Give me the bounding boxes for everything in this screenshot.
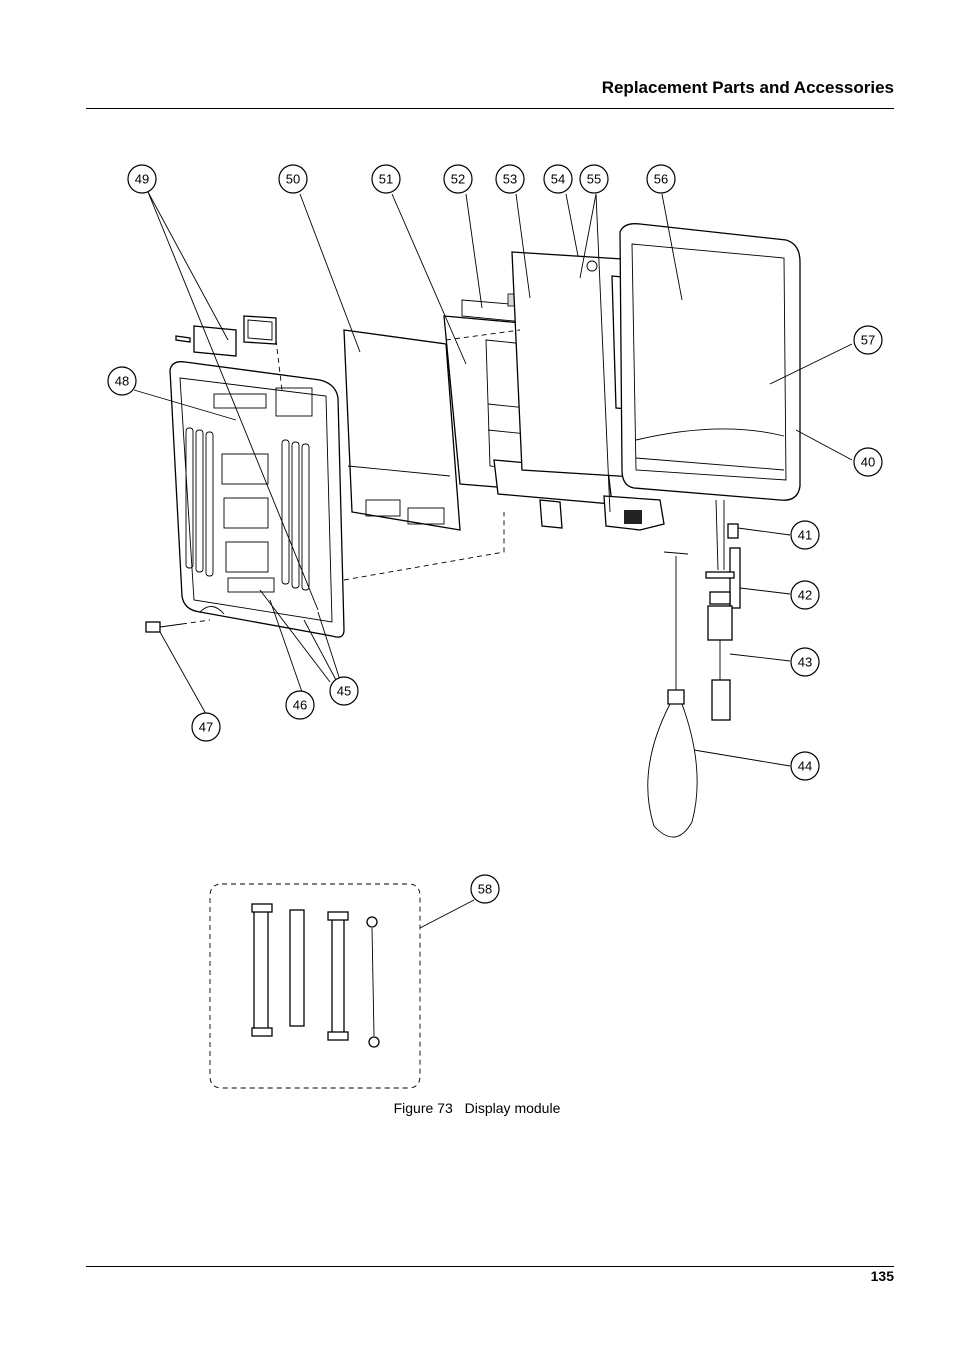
svg-text:45: 45 bbox=[337, 684, 351, 699]
callout-57: 57 bbox=[853, 325, 883, 355]
callout-46: 46 bbox=[285, 690, 315, 720]
svg-text:50: 50 bbox=[286, 172, 300, 187]
screw bbox=[145, 621, 183, 633]
svg-text:46: 46 bbox=[293, 698, 307, 713]
svg-text:54: 54 bbox=[551, 172, 565, 187]
svg-text:47: 47 bbox=[199, 720, 213, 735]
callout-43: 43 bbox=[790, 647, 820, 677]
leader-lines bbox=[133, 191, 853, 929]
callout-41: 41 bbox=[790, 520, 820, 550]
callout-51: 51 bbox=[371, 164, 401, 194]
page-number: 135 bbox=[870, 1268, 894, 1284]
figure-caption-text: Display module bbox=[464, 1100, 561, 1116]
callout-48: 48 bbox=[107, 366, 137, 396]
circuit-board bbox=[343, 329, 461, 531]
callout-58: 58 bbox=[470, 874, 500, 904]
svg-text:58: 58 bbox=[478, 882, 492, 897]
callout-44: 44 bbox=[790, 751, 820, 781]
callout-40: 40 bbox=[853, 447, 883, 477]
svg-text:43: 43 bbox=[798, 655, 812, 670]
svg-text:42: 42 bbox=[798, 588, 812, 603]
svg-text:55: 55 bbox=[587, 172, 601, 187]
svg-text:40: 40 bbox=[861, 455, 875, 470]
cable-assembly bbox=[647, 499, 741, 838]
svg-text:44: 44 bbox=[798, 759, 812, 774]
footer-rule bbox=[86, 1266, 894, 1267]
callout-54: 54 bbox=[543, 164, 573, 194]
figure-caption: Figure 73 Display module bbox=[0, 1100, 954, 1116]
svg-text:48: 48 bbox=[115, 374, 129, 389]
callout-47: 47 bbox=[191, 712, 221, 742]
svg-text:51: 51 bbox=[379, 172, 393, 187]
callout-53: 53 bbox=[495, 164, 525, 194]
callout-42: 42 bbox=[790, 580, 820, 610]
access-plate bbox=[175, 315, 277, 357]
front-housing bbox=[619, 223, 801, 501]
svg-text:57: 57 bbox=[861, 333, 875, 348]
svg-text:52: 52 bbox=[451, 172, 465, 187]
callout-50: 50 bbox=[278, 164, 308, 194]
svg-text:56: 56 bbox=[654, 172, 668, 187]
svg-text:53: 53 bbox=[503, 172, 517, 187]
rear-cover bbox=[169, 361, 345, 638]
callout-56: 56 bbox=[646, 164, 676, 194]
callout-45: 45 bbox=[329, 676, 359, 706]
callout-49: 49 bbox=[127, 164, 157, 194]
callout-55: 55 bbox=[579, 164, 609, 194]
svg-text:41: 41 bbox=[798, 528, 812, 543]
page-header-title: Replacement Parts and Accessories bbox=[601, 78, 894, 97]
figure-caption-number: Figure 73 bbox=[393, 1100, 453, 1116]
callout-52: 52 bbox=[443, 164, 473, 194]
cable-kit bbox=[209, 883, 421, 1089]
svg-text:49: 49 bbox=[135, 172, 149, 187]
header-rule bbox=[86, 108, 894, 109]
